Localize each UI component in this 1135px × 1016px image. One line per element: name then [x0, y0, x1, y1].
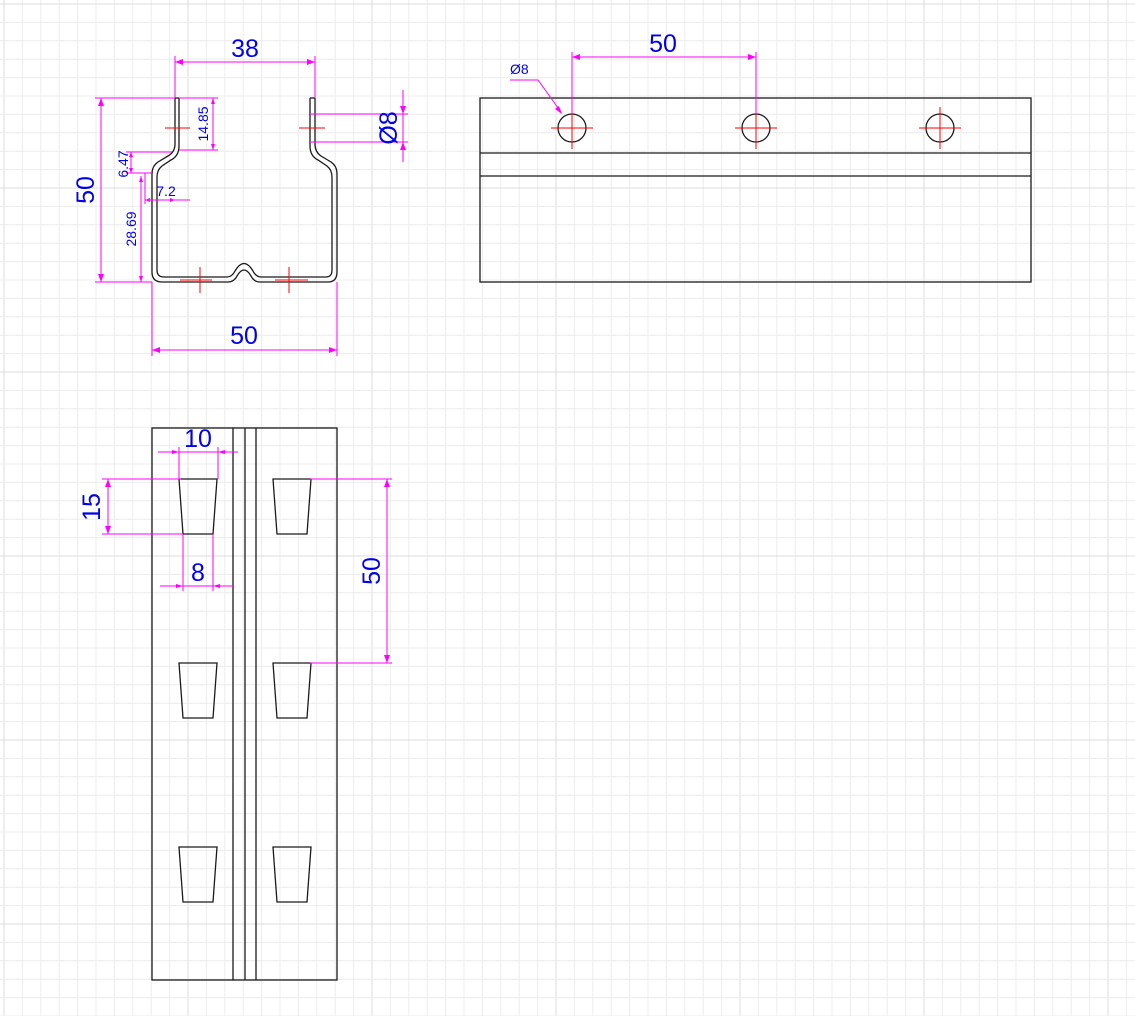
dim-top-gap: 38	[231, 35, 259, 63]
dim-height: 50	[72, 176, 100, 204]
slot	[178, 478, 218, 535]
dim-slot-offset: 8	[191, 559, 205, 587]
top-view: 50 Ø8	[479, 30, 1032, 283]
dim-slot-spacing: 50	[358, 557, 386, 585]
profile-inner	[156, 98, 333, 278]
dim-bottom-width: 50	[230, 322, 258, 350]
slot	[272, 478, 312, 535]
slot	[178, 662, 218, 719]
dim-flange-length: 14.85	[195, 106, 211, 141]
dim-hole-spacing: 50	[649, 30, 677, 58]
profile-outer	[151, 98, 338, 283]
dim-slot-width: 10	[184, 425, 212, 453]
leader-line	[510, 79, 562, 113]
dim-bend-height: 6.47	[115, 150, 131, 177]
slot	[272, 662, 312, 719]
dim-slot-height: 15	[78, 493, 106, 521]
dim-bend-offset: 7.2	[156, 183, 176, 199]
slot	[272, 846, 312, 903]
slot	[178, 846, 218, 903]
dim-lower-height: 28.69	[123, 211, 139, 246]
side-view: 38 50 14.85 6.47 7.2 28.69	[72, 35, 408, 356]
hole-label: Ø8	[510, 61, 529, 77]
front-view: 10 15 8 50	[78, 425, 392, 981]
slot-pattern	[178, 478, 312, 903]
dim-hole-diameter: Ø8	[375, 111, 403, 144]
